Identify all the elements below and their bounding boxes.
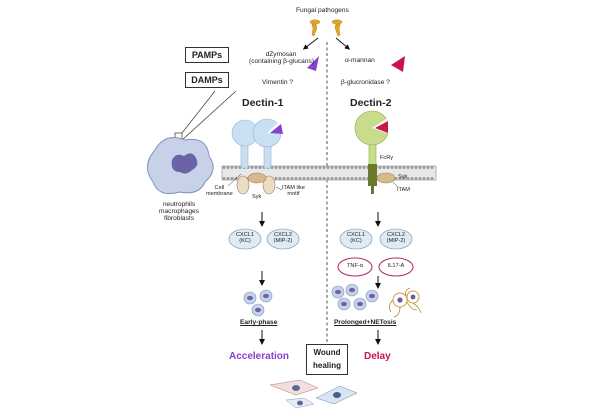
chemokine-bubble	[266, 228, 300, 250]
tnf-alpha-label: TNF-α	[347, 263, 363, 269]
cxcl2-right: CXCL2 (MIP-2)	[383, 232, 409, 245]
cell-type-macrophages: macrophages	[159, 207, 199, 215]
dzymosan-label: dZymosan (containing β-glucans)	[249, 51, 315, 66]
cell-type-fibroblasts: fibroblasts	[163, 214, 195, 222]
cxcl1-left-line2: (KC)	[239, 237, 251, 244]
cell-membrane-line1: Cell	[214, 185, 225, 191]
syk-left	[247, 172, 267, 184]
syk-left-label: Syk	[252, 194, 262, 200]
cxcl2-right-line2: (MIP-2)	[386, 237, 406, 244]
itam-label: ITAM	[397, 187, 410, 193]
chemokine-bubble	[379, 228, 413, 250]
alpha-mannan-label: α-mannan	[345, 57, 375, 64]
itam-like-motif-left	[236, 175, 250, 195]
cxcl1-right-line1: CXCL1	[346, 232, 366, 238]
dectin2-title: Dectin-2	[350, 97, 392, 109]
arrow-to-dzymosan	[302, 37, 319, 50]
cxcl2-right-line1: CXCL2	[386, 232, 406, 238]
itam-like-line2: motif	[287, 190, 300, 197]
prolonged-netosis-label: Prolonged+NETosis	[334, 319, 397, 326]
cell-membrane-line2: membrane	[206, 190, 233, 197]
cxcl1-right-line2: (KC)	[350, 237, 362, 244]
arrow-to-mannan	[335, 37, 351, 50]
dectin1-title: Dectin-1	[242, 97, 284, 109]
beta-glucronidase-label: β-glucronidase ?	[341, 79, 390, 86]
acceleration-label: Acceleration	[229, 351, 290, 362]
cell-membrane-label: Cell membrane	[206, 185, 233, 198]
cell-types-label: neutrophils macrophages fibroblasts	[150, 201, 208, 223]
damps-box: DAMPs	[185, 72, 229, 88]
cxcl1-left-line1: CXCL1	[235, 232, 255, 238]
net-icon	[389, 287, 422, 318]
cxcl2-left: CXCL2 (MIP-2)	[270, 232, 296, 245]
fcr-gamma	[368, 164, 377, 186]
pamps-box: PAMPs	[185, 47, 229, 63]
fungal-pathogens-label: Fungal pathogens	[296, 7, 349, 14]
cytokine-bubble	[337, 257, 373, 277]
triangle-icon	[307, 56, 319, 71]
chemokine-bubble	[339, 228, 373, 250]
cxcl1-right: CXCL1 (KC)	[344, 232, 368, 245]
cxcl2-left-line2: (MIP-2)	[273, 237, 293, 244]
cxcl2-left-line1: CXCL2	[273, 232, 293, 238]
fungus-icon	[309, 19, 343, 37]
immune-cell-icon	[147, 137, 214, 195]
il17a-label: IL17-A	[387, 263, 405, 269]
wound-healing-line2: healing	[312, 361, 341, 370]
itam-like-line1: ITAM like	[282, 185, 305, 191]
fcr-gamma-label: FcRγ	[380, 155, 394, 161]
cxcl1-left: CXCL1 (KC)	[233, 232, 257, 245]
dectin1-receptor	[231, 118, 284, 195]
dzymosan-line2: (containing β-glucans)	[249, 57, 315, 65]
itam-like-label: ITAM like motif	[282, 185, 305, 198]
triangle-icon	[391, 56, 405, 72]
wound-healing-box: Wound healing	[306, 344, 348, 375]
dectin2-receptor	[354, 110, 396, 194]
pamps-connector	[181, 90, 216, 134]
fibroblast-icon	[269, 379, 358, 409]
wound-healing-line1: Wound	[313, 348, 341, 357]
delay-label: Delay	[364, 351, 391, 362]
vimentin-label: Vimentin ?	[262, 79, 294, 86]
itam-like-motif-right	[262, 175, 276, 195]
damps-connector	[180, 90, 237, 142]
cytokine-bubble	[378, 257, 414, 277]
dzymosan-line1: dZymosan	[265, 51, 297, 58]
cell-type-neutrophils: neutrophils	[162, 201, 196, 208]
neutrophil-icon	[331, 283, 379, 311]
early-phase-label: Early-phase	[240, 319, 278, 326]
syk-right-label: Syk	[398, 174, 408, 180]
neutrophil-icon	[243, 289, 273, 317]
syk-right	[376, 172, 396, 184]
chemokine-bubble	[228, 228, 262, 250]
